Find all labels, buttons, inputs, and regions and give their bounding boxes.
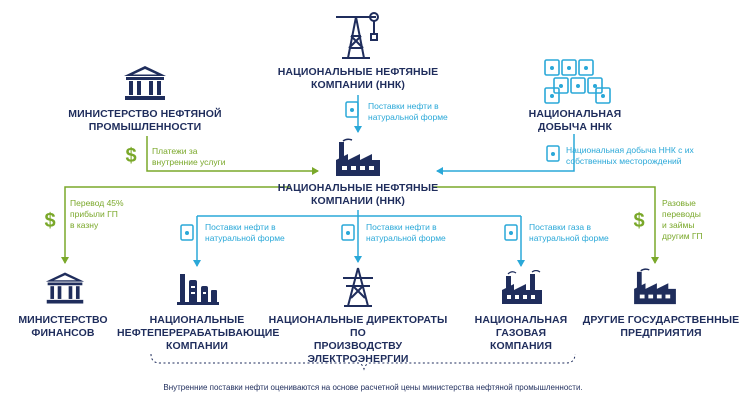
arrow-profit [61, 186, 290, 264]
power-pylon-icon [343, 267, 373, 307]
svg-text:$: $ [44, 210, 55, 231]
dollar-icon: $ [44, 210, 55, 231]
dollar-icon: $ [633, 210, 644, 231]
oil-barrels-icon [544, 59, 611, 104]
svg-text:$: $ [633, 210, 644, 231]
oil-barrel-icon [546, 145, 560, 162]
footnote: Внутренние поставки нефти оцениваются на… [163, 383, 583, 392]
arrow-own-fields [436, 134, 575, 175]
gas-plant-icon [502, 270, 542, 304]
dollar-icon: $ [125, 145, 136, 166]
svg-text:$: $ [125, 145, 136, 166]
factory-icon [336, 138, 380, 176]
factory-icon [634, 268, 676, 305]
oil-barrel-icon [341, 224, 355, 241]
oil-barrel-icon [345, 101, 359, 118]
arrow-payments [146, 136, 319, 175]
oil-barrel-icon [180, 224, 194, 241]
arrow-transfers [432, 186, 659, 264]
footnote-brace [150, 353, 576, 371]
oil-barrel-icon [504, 224, 518, 241]
refinery-icon [177, 274, 219, 305]
bank-icon [124, 66, 166, 100]
oil-derrick-icon [336, 12, 379, 59]
bank-icon [45, 272, 85, 304]
